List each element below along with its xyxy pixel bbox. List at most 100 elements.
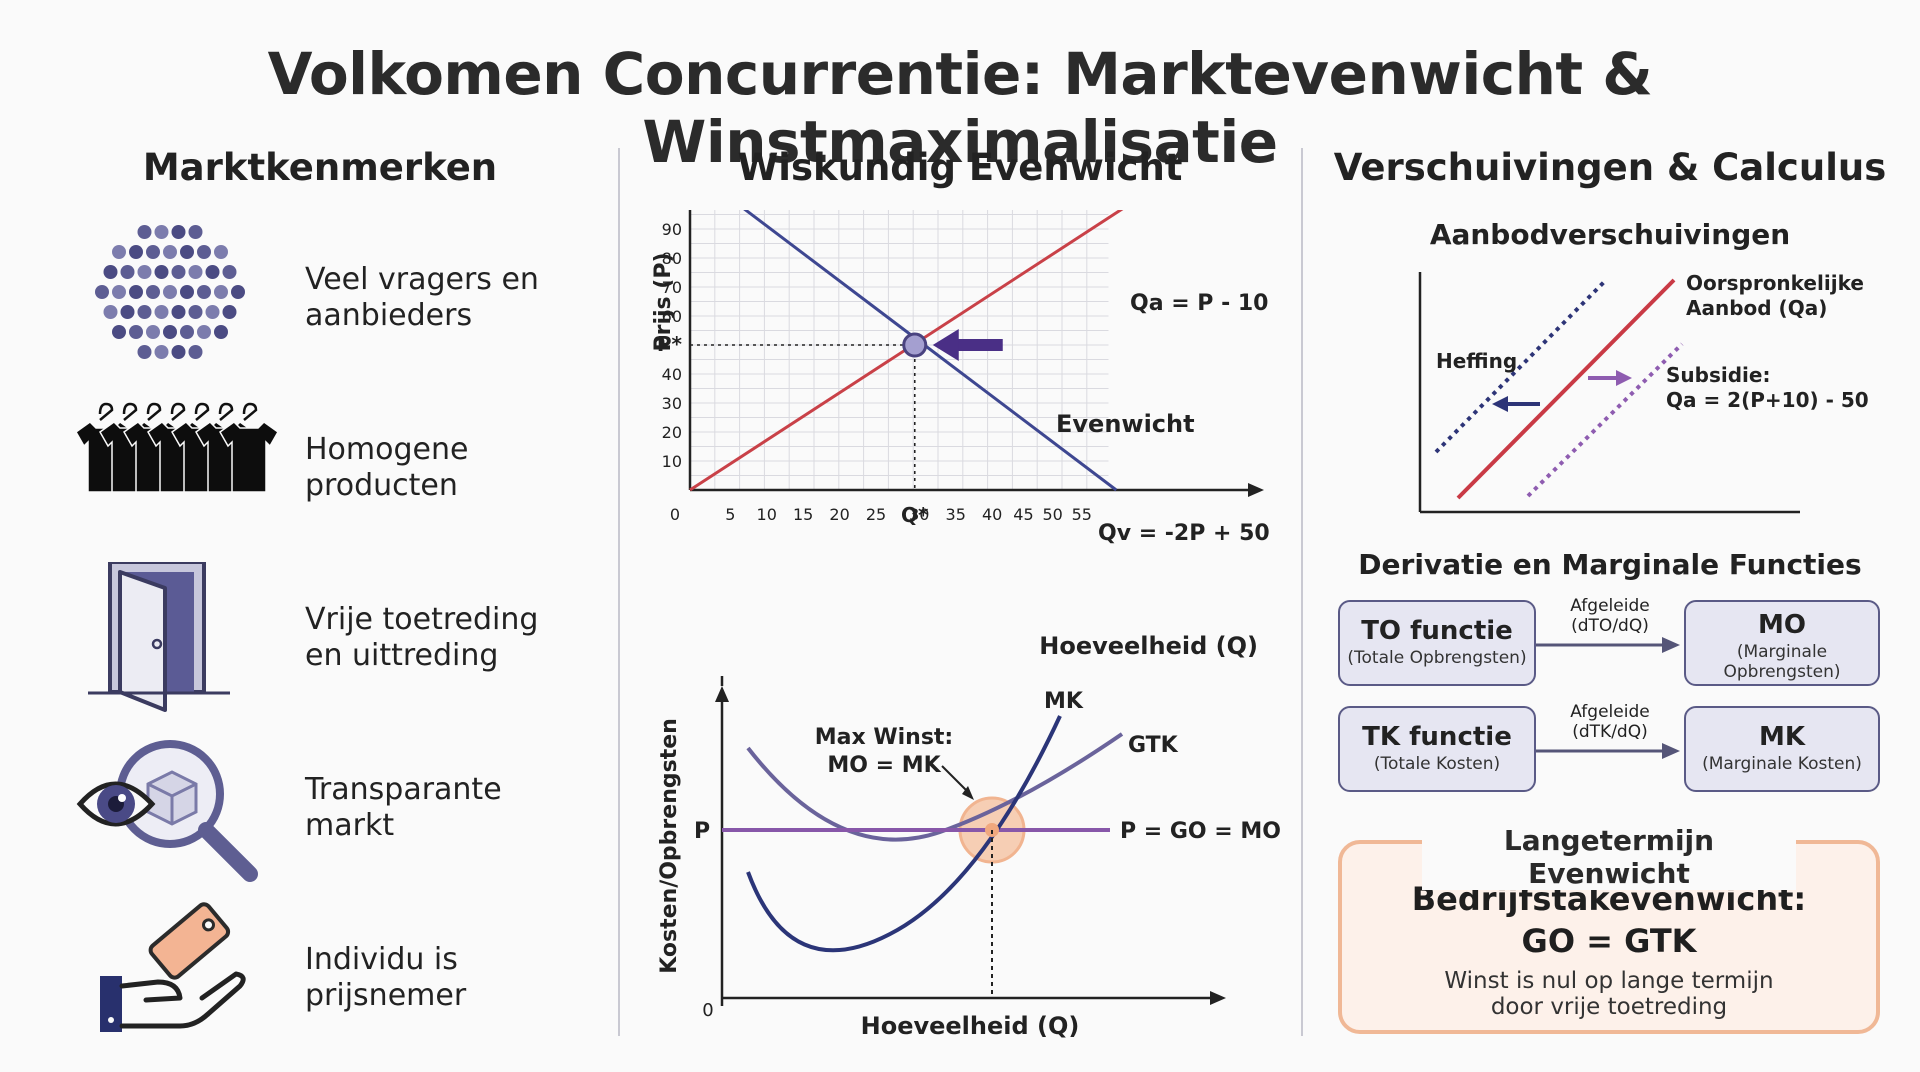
box-subtitle: Opbrengsten)	[1723, 662, 1841, 682]
dot	[146, 325, 160, 339]
dot	[154, 265, 169, 279]
derivative-formula: (dTO/dQ)	[1571, 616, 1649, 636]
mk-box: MK (Marginale Kosten)	[1684, 706, 1880, 792]
annotation-line1: Max Winst:	[815, 725, 953, 750]
dot	[129, 325, 143, 339]
x-axis-arrow	[1248, 483, 1264, 497]
dot	[180, 325, 194, 339]
supply-demand-chart: 10090807060P*403020100510152025303540455…	[651, 210, 1270, 660]
gtk-curve	[746, 732, 1124, 842]
original-supply-label: Oorspronkelijke	[1686, 271, 1864, 295]
dot	[188, 225, 203, 239]
annotation-arrowhead	[962, 786, 974, 800]
y-tick-label: 90	[662, 220, 682, 239]
heading-shifts-calculus: Verschuivingen & Calculus	[1333, 146, 1887, 189]
dot	[120, 265, 135, 279]
box-title: TK functie	[1362, 722, 1512, 752]
x-axis-arrow	[1210, 991, 1226, 1005]
y-axis-arrow	[715, 686, 729, 702]
feature-transparent-market: Transparante markt	[60, 732, 620, 882]
x-tick-label: 50	[1042, 505, 1062, 524]
x-tick-label: 10	[757, 505, 777, 524]
x-tick-label: 5	[725, 505, 735, 524]
x-tick-label: 25	[866, 505, 886, 524]
y-tick-label: 40	[662, 365, 682, 384]
equilibrium-arrowhead	[932, 329, 959, 361]
x-tick-label: 45	[1013, 505, 1033, 524]
dot	[129, 245, 143, 259]
x-tick-label: 55	[1072, 505, 1092, 524]
box-subtitle: (Totale Opbrengsten)	[1347, 648, 1527, 668]
dot	[197, 285, 211, 299]
mo-box: MO (Marginale Opbrengsten)	[1684, 600, 1880, 686]
equilibrium-q-label: Q*	[901, 503, 929, 527]
dot	[163, 285, 177, 299]
feature-homogeneous-products: Homogene producten	[60, 392, 620, 542]
long-run-box: Bedrijfstakevenwicht: GO = GTK Winst is …	[1338, 840, 1880, 1034]
x-tick-label: 40	[982, 505, 1002, 524]
dot	[188, 305, 203, 319]
dot	[171, 305, 186, 319]
dot	[214, 285, 228, 299]
feature-line: aanbieders	[305, 298, 473, 333]
subsidy-arrowhead	[1616, 370, 1632, 386]
original-supply-label: Aanbod (Qa)	[1686, 296, 1827, 320]
long-run-text: Winst is nul op lange termijn	[1444, 968, 1774, 994]
dot	[103, 265, 118, 279]
feature-line: prijsnemer	[305, 978, 467, 1013]
dot	[222, 265, 237, 279]
derivative-label-2: Afgeleide (dTK/dQ)	[1546, 702, 1674, 742]
dot	[154, 225, 169, 239]
dot	[180, 285, 194, 299]
x-axis-label: Hoeveelheid (Q)	[861, 1012, 1080, 1040]
mk-label: MK	[1044, 689, 1084, 714]
long-run-text: door vrije toetreding	[1490, 994, 1728, 1020]
y-tick-label: 20	[662, 423, 682, 442]
price-line-label: P = GO = MO	[1120, 819, 1280, 844]
dot	[171, 225, 186, 239]
subsidy-label: Subsidie:	[1666, 363, 1770, 387]
heading-math-equilibrium: Wiskundig Evenwicht	[737, 146, 1183, 189]
supply-line	[689, 210, 1124, 492]
tax-supply-line	[1434, 278, 1608, 454]
feature-price-taker: Individu is prijsnemer	[60, 902, 620, 1052]
dot	[231, 285, 245, 299]
origin-label: 0	[702, 1000, 713, 1021]
y-tick-label: P*	[657, 332, 683, 356]
long-run-formula: GO = GTK	[1521, 922, 1697, 960]
feature-many-buyers-sellers: Veel vragers en aanbieders	[60, 222, 620, 372]
dot	[197, 245, 211, 259]
original-supply-line	[1456, 278, 1676, 500]
feature-line: Vrije toetreding	[305, 602, 539, 637]
series-label-demand: Qv = -2P + 50	[1098, 521, 1270, 546]
eye-magnifier-icon	[76, 740, 258, 882]
gtk-label: GTK	[1128, 733, 1179, 758]
dot	[214, 245, 228, 259]
dot	[188, 345, 203, 359]
dot	[137, 225, 152, 239]
dot	[180, 245, 194, 259]
x-tick-label: 30	[909, 505, 929, 524]
derivative-label-1: Afgeleide (dTO/dQ)	[1546, 596, 1674, 636]
derivative-formula: (dTK/dQ)	[1572, 722, 1648, 742]
dot	[205, 305, 220, 319]
y-tick-label: 30	[662, 394, 682, 413]
dot	[171, 345, 186, 359]
open-door-icon	[88, 562, 230, 712]
tax-label: Heffing	[1436, 349, 1517, 373]
feature-line: Transparante	[305, 772, 502, 807]
box-title: MO	[1758, 610, 1806, 640]
derivatives-title: Derivatie en Marginale Functies	[1358, 548, 1862, 581]
derivative-word: Afgeleide	[1570, 596, 1650, 616]
long-run-label: Langetermijn Evenwicht	[1422, 824, 1796, 890]
supply-shift-title: Aanbodverschuivingen	[1429, 218, 1791, 251]
box-title: MK	[1758, 722, 1806, 752]
dot	[197, 325, 211, 339]
chart-axes	[688, 210, 1264, 497]
x-tick-label: 15	[793, 505, 813, 524]
dot	[222, 305, 237, 319]
divider-left	[618, 148, 620, 1036]
equilibrium-label: Evenwicht	[1056, 410, 1195, 438]
derivative-arrow-2	[1536, 743, 1680, 759]
annotation-line2: MO = MK	[827, 753, 941, 778]
